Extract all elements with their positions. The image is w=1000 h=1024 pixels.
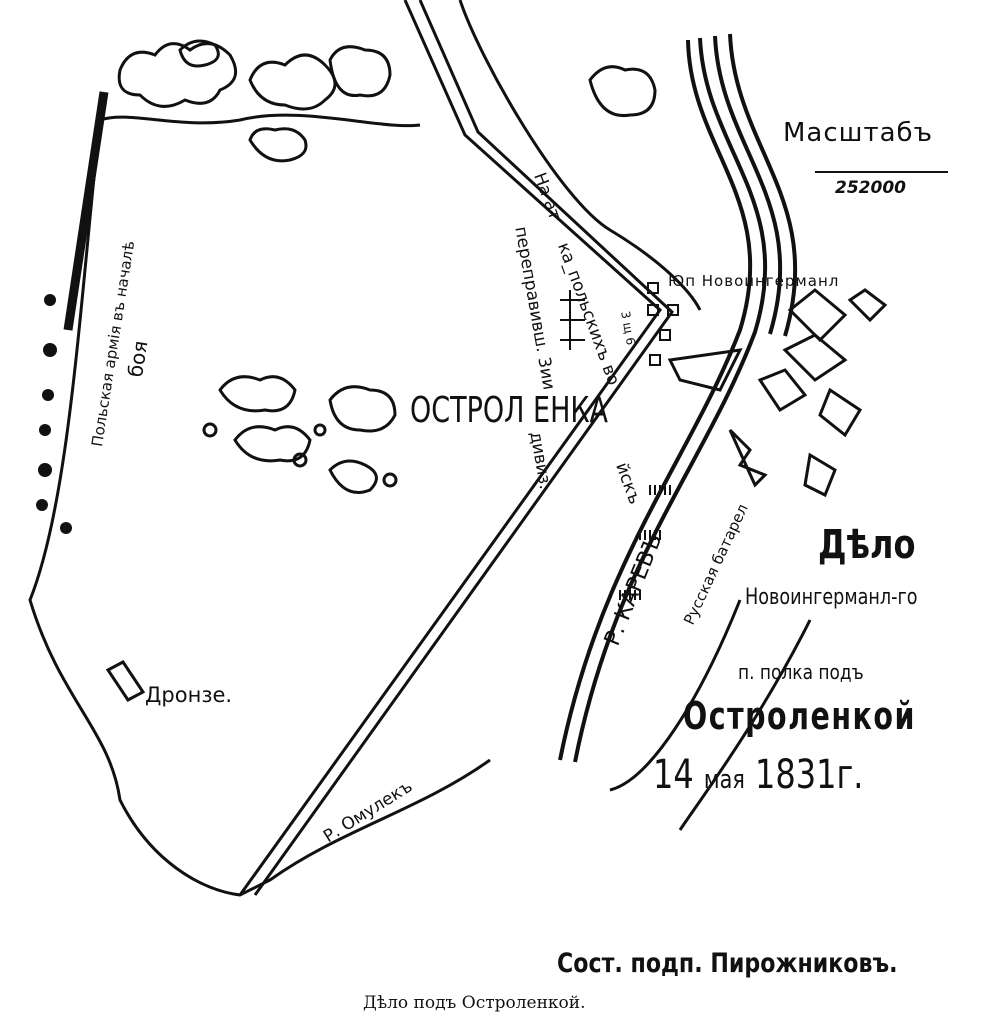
date-year: 1831г.	[755, 752, 864, 798]
label-regiment: Юп Новоингерманл	[668, 272, 840, 290]
title-line-2: Новоингерманл-го	[745, 585, 918, 610]
road	[253, 0, 674, 896]
scale-title: Масштабъ	[783, 118, 933, 148]
title-line-3: п. полка подъ	[738, 660, 864, 684]
label-village: Дронзе.	[145, 683, 233, 707]
bank	[609, 599, 742, 792]
dot-column	[36, 294, 72, 534]
shore-line	[458, 0, 702, 311]
river-narew	[558, 33, 798, 763]
map-boundary	[28, 113, 491, 897]
title-date: 14 мая 1831г.	[653, 752, 863, 798]
caption: Дѣло подъ Остроленкой.	[363, 993, 586, 1013]
road	[238, 0, 663, 896]
town-blocks	[667, 288, 888, 498]
date-day: 14	[653, 752, 694, 798]
title-line-4: Остроленкой	[683, 694, 916, 738]
forest-middle	[202, 375, 398, 494]
label-town: ОСТРОЛ ЕНКА	[410, 390, 609, 431]
date-month: мая	[703, 765, 745, 795]
battery-marks	[619, 485, 671, 600]
troop-marks	[560, 282, 679, 366]
village-icon	[105, 660, 146, 702]
polish-army-line	[63, 91, 109, 331]
bank	[678, 619, 812, 831]
scale-value: 252000	[835, 178, 906, 198]
forest-top	[117, 39, 657, 163]
title-line-1: Дѣло	[818, 522, 916, 568]
author: Сост. подп. Пирожниковъ.	[557, 948, 898, 979]
